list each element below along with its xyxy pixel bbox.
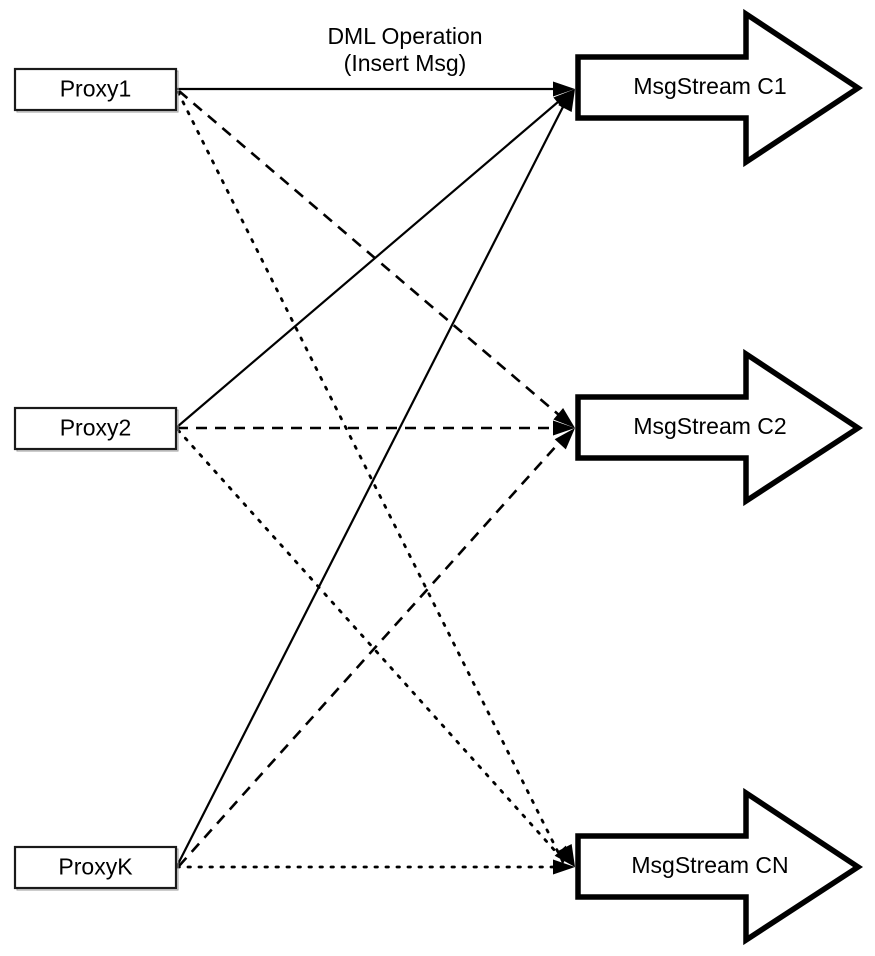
arrowhead-proxyk-cn (553, 859, 575, 875)
msgstream-label: MsgStream CN (631, 852, 788, 878)
msgstream-label: MsgStream C1 (633, 73, 786, 99)
block-arrow-icon (575, 348, 864, 507)
connector-proxyk-to-c2 (178, 434, 567, 867)
arrowhead-proxyk-c2 (554, 428, 575, 450)
arrowhead-proxyk-c1 (558, 89, 575, 112)
arrowheads-layer (553, 81, 575, 875)
proxy-box-proxy1[interactable]: Proxy1 (13, 67, 179, 113)
connector-proxy1-to-c2 (178, 90, 567, 422)
dml-operation-line2: (Insert Msg) (344, 50, 467, 76)
msgstream-arrow-c2[interactable]: MsgStream C2 (575, 348, 864, 507)
connections-layer (175, 87, 570, 869)
proxy-box-proxy2[interactable]: Proxy2 (13, 406, 179, 452)
arrowhead-proxy2-c2 (553, 420, 575, 436)
proxy-box-body (13, 845, 178, 890)
block-arrow-icon (575, 787, 864, 946)
annotations-layer: DML Operation(Insert Msg) (327, 23, 482, 76)
msgstream-arrow-c1[interactable]: MsgStream C1 (575, 8, 863, 168)
msgstream-nodes-layer: MsgStream C1 MsgStream C2 MsgStream CN (575, 8, 864, 946)
proxy-label: Proxy2 (60, 415, 132, 441)
msgstream-label: MsgStream C2 (633, 413, 786, 439)
proxy-box-proxyk[interactable]: ProxyK (13, 845, 179, 891)
connector-proxy2-to-cn (176, 428, 567, 864)
arrowhead-proxy2-c1 (553, 89, 575, 109)
proxy-label: ProxyK (58, 854, 133, 880)
proxy-box-body (13, 406, 178, 451)
proxy-label: Proxy1 (60, 76, 132, 102)
connector-proxyk-to-c1 (176, 96, 569, 867)
dml-operation-label: DML Operation(Insert Msg) (327, 23, 482, 76)
msgstream-arrow-cn[interactable]: MsgStream CN (575, 787, 864, 946)
arrowhead-proxy2-cn (554, 845, 575, 867)
arrowhead-proxy1-c1 (553, 81, 575, 97)
connector-proxy1-to-cn (176, 90, 565, 864)
connector-proxy2-to-c1 (176, 95, 566, 428)
block-arrow-icon (575, 8, 863, 168)
arrowhead-proxy1-c2 (553, 408, 575, 428)
proxy-box-body (13, 67, 178, 112)
dml-operation-line1: DML Operation (327, 23, 482, 49)
